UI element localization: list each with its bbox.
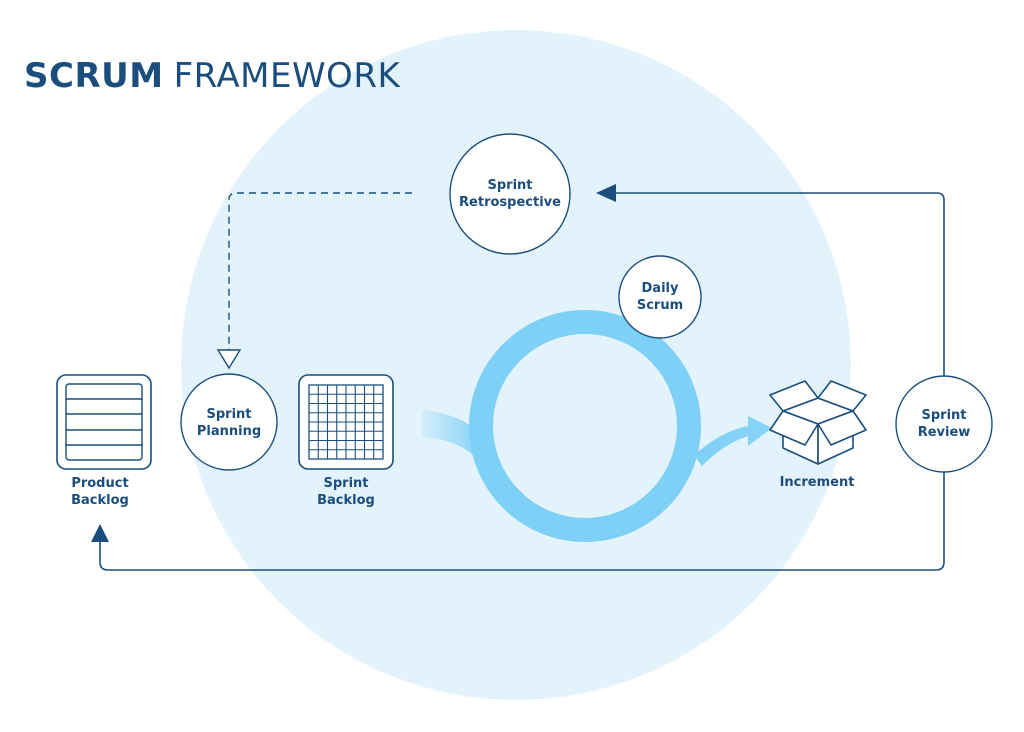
flow-out-of-sprint xyxy=(694,416,772,466)
title-bold-part: SCRUM xyxy=(24,56,164,96)
sprint-retrospective-label: Sprint Retrospective xyxy=(459,178,561,210)
sprint-review-circle xyxy=(895,375,993,473)
retrospective-to-planning-connector xyxy=(228,192,412,350)
arrow-up-to-product-backlog xyxy=(91,524,109,542)
sprint-planning-label: Sprint Planning xyxy=(196,407,262,439)
review-to-retrospective-connector xyxy=(616,192,945,376)
arrow-down-to-sprint-planning xyxy=(216,349,242,370)
sprint-planning-circle xyxy=(180,373,278,471)
sprint-review-label: Sprint Review xyxy=(917,408,971,440)
arrow-left-to-retrospective xyxy=(596,184,616,202)
review-to-backlog-connector xyxy=(99,471,945,571)
increment-box-icon xyxy=(769,380,867,465)
increment-label: Increment xyxy=(779,475,855,490)
sprint-cycle-ring xyxy=(469,310,701,542)
sprint-retrospective-circle xyxy=(449,133,571,255)
product-backlog-label: Product Backlog xyxy=(71,476,129,508)
product-backlog-icon xyxy=(56,374,152,470)
sprint-backlog-label: Sprint Backlog xyxy=(317,476,375,508)
sprint-backlog-icon xyxy=(298,374,394,470)
daily-scrum-circle xyxy=(618,255,702,339)
daily-scrum-label: Daily Scrum xyxy=(636,281,684,313)
flow-into-sprint xyxy=(422,410,484,468)
title-light-part: FRAMEWORK xyxy=(173,56,401,96)
